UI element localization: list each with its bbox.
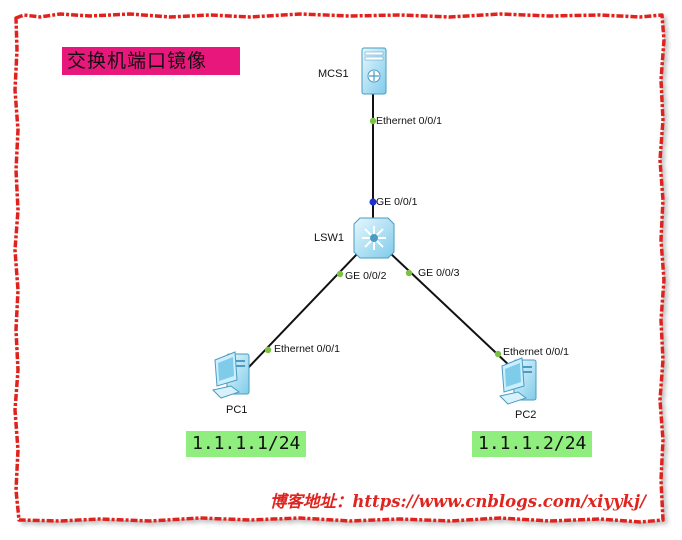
device-label-lsw1: LSW1 (314, 232, 344, 244)
device-label-pc1: PC1 (226, 404, 248, 416)
frame-border (13, 12, 666, 524)
port-label-mcs-eth: Ethernet 0/0/1 (376, 115, 442, 127)
port-dot-sw-ge1 (369, 198, 377, 206)
port-label-sw-ge3: GE 0/0/3 (418, 267, 460, 279)
ip-label-pc2: 1.1.1.2/24 (472, 431, 593, 457)
switch-icon[interactable] (353, 217, 395, 259)
port-label-pc2-eth: Ethernet 0/0/1 (503, 346, 569, 358)
port-dot-pc1-eth (264, 346, 272, 354)
server-icon[interactable] (361, 47, 387, 95)
port-dot-mcs-eth (369, 117, 377, 125)
port-dot-sw-ge3 (405, 269, 413, 277)
computer-icon[interactable] (499, 357, 537, 405)
port-label-sw-ge1: GE 0/0/1 (376, 196, 418, 208)
ip-label-pc1: 1.1.1.1/24 (186, 431, 307, 457)
port-dot-pc2-eth (494, 350, 502, 358)
diagram-title: 交换机端口镜像 (62, 47, 240, 75)
port-dot-sw-ge2 (336, 270, 344, 278)
blog-footer: 博客地址：https://www.cnblogs.com/xiyykj/ (269, 492, 646, 511)
device-label-pc2: PC2 (515, 409, 537, 421)
computer-icon[interactable] (212, 351, 250, 399)
port-label-pc1-eth: Ethernet 0/0/1 (274, 343, 340, 355)
port-label-sw-ge2: GE 0/0/2 (345, 270, 387, 282)
device-label-mcs1: MCS1 (318, 68, 349, 80)
